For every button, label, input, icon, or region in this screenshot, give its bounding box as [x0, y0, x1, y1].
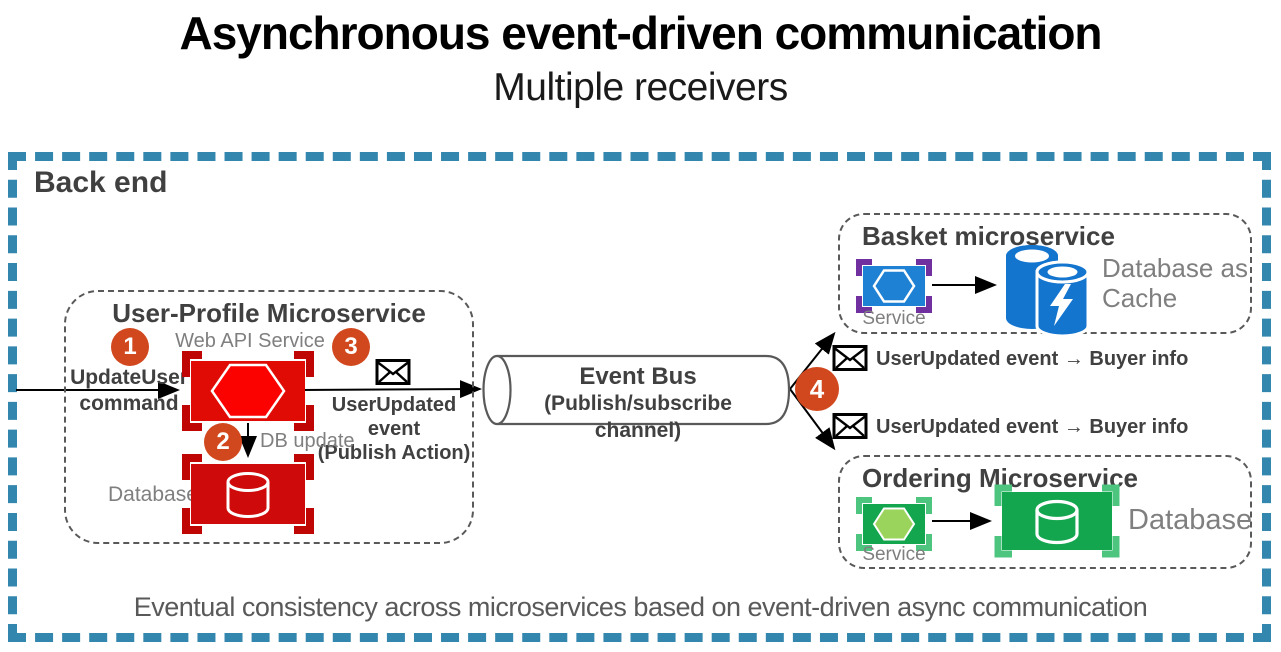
user-updated-event-line2: (Publish Action): [317, 442, 471, 464]
cache-database-icon: [1006, 245, 1090, 336]
user-profile-database-icon: [182, 454, 314, 534]
envelope-icon-publish: [375, 359, 411, 385]
basket-title: Basket microservice: [862, 221, 1115, 251]
ordering-service-icon: [856, 497, 932, 551]
ordering-box: Ordering Microservice: [838, 455, 1252, 569]
update-user-command-label: UpdateUser command: [70, 365, 188, 417]
ordering-service-label: Service: [862, 544, 926, 565]
user-profile-title: User-Profile Microservice: [112, 298, 426, 328]
event-bus-line1: Event Bus: [579, 363, 697, 390]
envelope-icon-basket: [832, 345, 868, 371]
page-title: Asynchronous event-driven communication: [179, 7, 1102, 59]
message-to-ordering-label: UserUpdated event → Buyer info: [876, 416, 1189, 438]
update-user-line2: command: [79, 392, 179, 415]
update-user-line1: UpdateUser: [70, 366, 188, 389]
event-bus-label: Event Bus (Publish/subscribe channel): [500, 363, 776, 444]
user-updated-event-label: UserUpdated event (Publish Action): [308, 393, 480, 465]
page-subtitle: Multiple receivers: [493, 66, 788, 109]
basket-service-label: Service: [862, 308, 926, 329]
event-bus-line2: (Publish/subscribe channel): [544, 392, 732, 442]
step-2-badge: 2: [204, 423, 242, 461]
ordering-database-label: Database: [1128, 504, 1253, 536]
step-1-badge: 1: [111, 328, 149, 366]
message-to-basket-label: UserUpdated event → Buyer info: [876, 348, 1189, 370]
basket-database-label: Database as Cache: [1102, 253, 1248, 313]
user-profile-box: User-Profile Microservice: [64, 290, 474, 544]
basket-service-icon: [856, 259, 932, 313]
user-updated-event-line1: UserUpdated event: [331, 394, 457, 440]
user-profile-database-label: Database: [108, 483, 198, 506]
event-bus-cylinder: [482, 354, 791, 426]
envelope-icon-ordering: [832, 413, 868, 439]
db-update-label: DB update: [260, 430, 355, 452]
step-4-badge: 4: [795, 367, 839, 411]
step-3-badge: 3: [332, 328, 370, 366]
web-api-service-icon: [182, 351, 314, 431]
ordering-database-icon: [994, 484, 1120, 558]
backend-boundary: [8, 152, 1271, 642]
web-api-service-label: Web API Service: [175, 330, 325, 352]
caption: Eventual consistency across microservice…: [133, 592, 1148, 622]
backend-label: Back end: [34, 166, 168, 199]
